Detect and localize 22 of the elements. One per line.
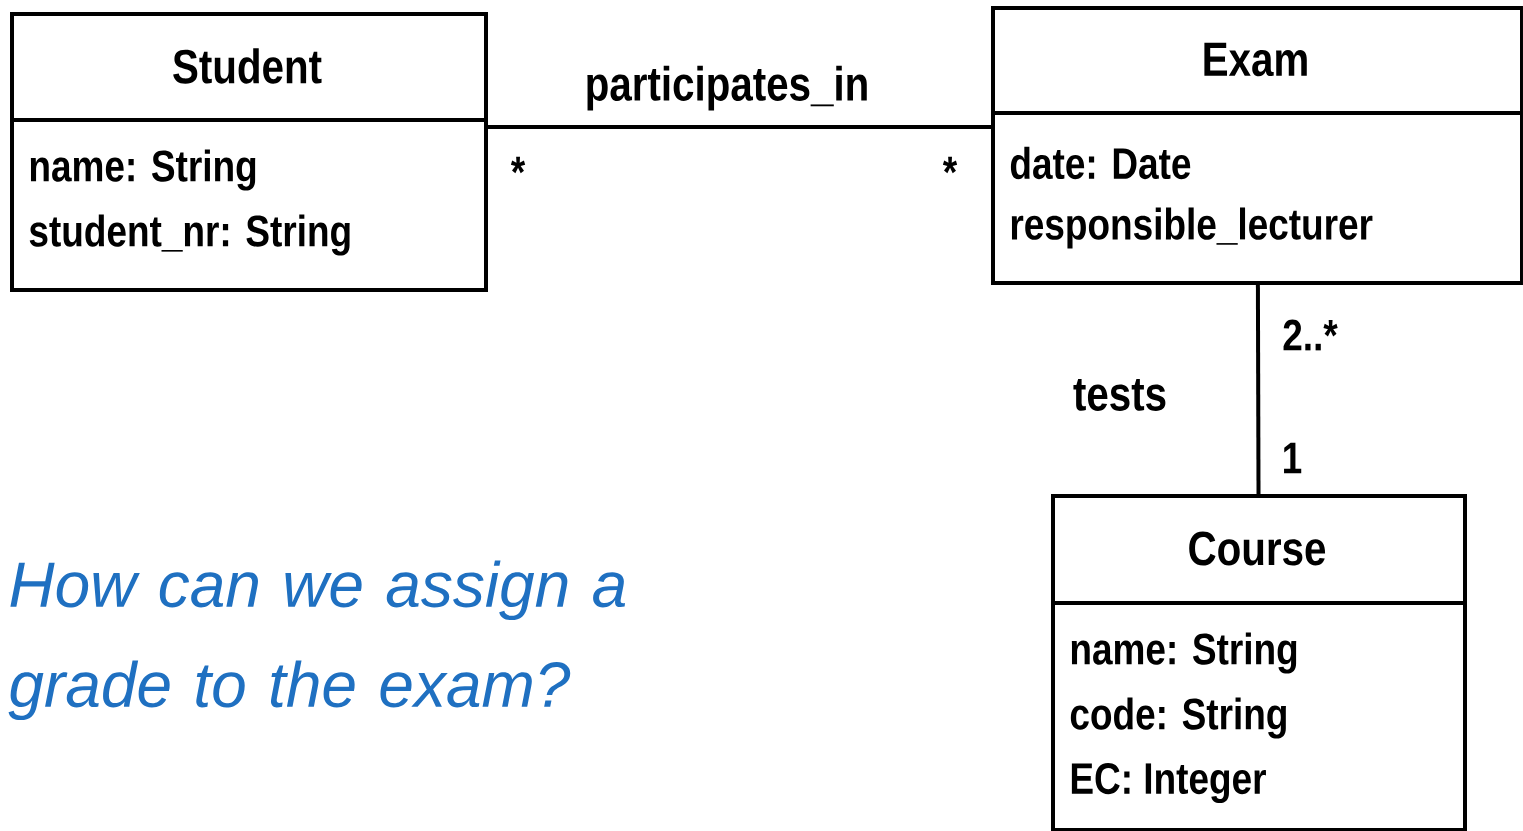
class-name: Course xyxy=(1189,531,1326,566)
multiplicity: 2..* xyxy=(1283,319,1338,351)
class-name: Exam xyxy=(1204,42,1307,77)
class-box xyxy=(10,12,488,292)
association-line xyxy=(488,125,991,129)
multiplicity: 1 xyxy=(1284,442,1302,474)
attribute: code: String xyxy=(1070,697,1286,739)
attribute: EC: Integer xyxy=(1071,762,1266,803)
attribute: responsible_lecturer xyxy=(1011,207,1373,249)
attribute: name: String xyxy=(1071,632,1297,674)
association-line xyxy=(1255,285,1261,494)
edge-label: participates_in xyxy=(582,63,872,113)
multiplicity: * xyxy=(510,156,526,174)
attribute: name: String xyxy=(30,149,256,191)
class-box xyxy=(991,6,1523,285)
question-text: How can we assign a grade to the exam? xyxy=(8,560,626,721)
attribute: date: Date xyxy=(1010,146,1191,180)
attribute: student_nr: String xyxy=(29,214,350,256)
class-box xyxy=(1051,494,1467,831)
class-name: Student xyxy=(173,48,322,84)
multiplicity: * xyxy=(942,156,958,174)
edge-label: tests xyxy=(1070,377,1170,413)
